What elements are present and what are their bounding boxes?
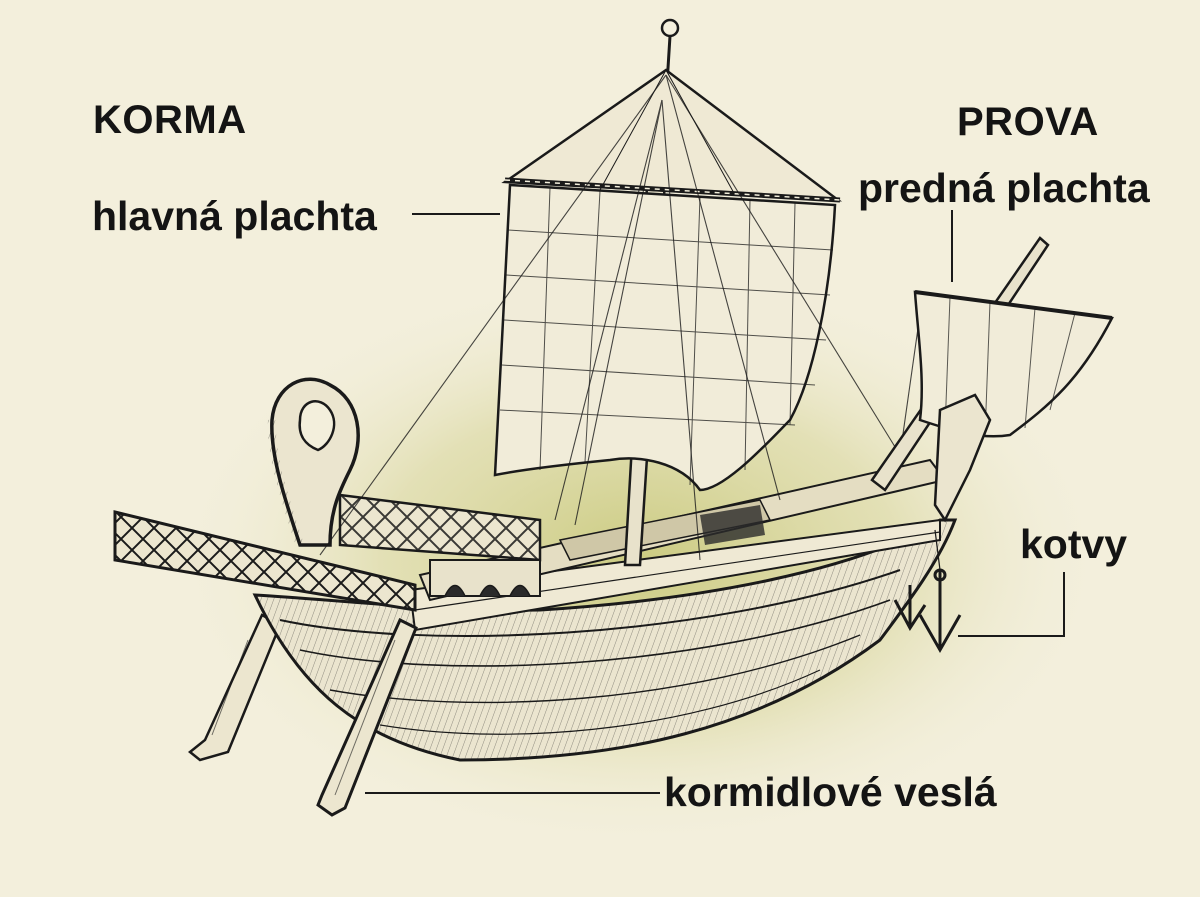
bow-post: [933, 393, 992, 523]
ship-hull: [252, 518, 958, 762]
stern-label: KORMA: [93, 98, 247, 142]
main-sail-label: hlavná plachta: [92, 193, 377, 239]
swan-neck-sternpost: [267, 377, 360, 547]
anchors-label: kotvy: [1020, 521, 1128, 567]
stern-gallery: [113, 493, 542, 612]
masthead-ball: [660, 18, 680, 38]
main-sail: [493, 183, 837, 492]
anchors: [893, 568, 962, 654]
steering-oars-label: kormidlové veslá: [664, 769, 997, 815]
leader-anchors: [958, 572, 1065, 637]
bow-label: PROVA: [957, 100, 1099, 144]
leader-lines: [365, 210, 1065, 794]
steering-oar-right: [316, 617, 418, 817]
fore-sail-label: predná plachta: [858, 165, 1150, 211]
